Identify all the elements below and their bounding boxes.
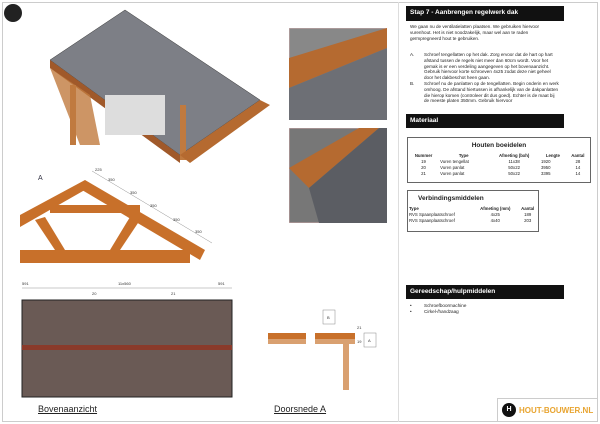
dim-right: 591	[218, 281, 225, 286]
marker-21: 21	[171, 291, 176, 296]
dim-center: 11x560	[118, 281, 132, 286]
item-text: Schroef nu de panlatten op de tengellatt…	[424, 80, 559, 104]
tools-title: Gereedschap/hulpmiddelen	[406, 285, 564, 299]
step-list: A. Schroef tengellatten op het dak. Zorg …	[410, 52, 560, 104]
top-view-label: Bovenaanzicht	[38, 404, 98, 414]
tools-list: •Schroefboormachine •Cirkel-/handzaag	[410, 303, 467, 314]
table-cell: RVS Spaanplaatschroef	[409, 211, 455, 217]
table-cell: 3395	[541, 170, 551, 176]
corner-logo-icon	[4, 4, 22, 22]
column-header: Type	[409, 205, 419, 211]
table-cell: 21	[421, 170, 426, 176]
table-cell: Vuren tengellat	[440, 158, 469, 164]
truss-dim: 350	[108, 177, 115, 182]
detail-view-1	[289, 28, 387, 120]
fasteners-table: Verbindingsmiddelen Type Afmeting (mm) Aan…	[407, 190, 539, 232]
column-header: Afmeting (bxh)	[498, 152, 530, 158]
item-key: A.	[410, 52, 415, 57]
table-row: 21 Vuren panlat 50x22 3395 14	[408, 170, 590, 176]
column-header: Aantal	[571, 152, 585, 158]
table-cell: 14	[575, 164, 581, 170]
table-cell: 20	[421, 164, 426, 170]
table-cell: RVS Spaanplaatschroef	[409, 217, 455, 223]
section-drawing: B A 21 19	[268, 309, 377, 390]
section-marker-19: 19	[357, 339, 362, 344]
truss-dim: 225	[95, 167, 102, 172]
table-cell: 203	[524, 217, 532, 223]
wood-title: Houten boeidelen	[471, 142, 527, 149]
table-cell: 3950	[541, 164, 551, 170]
table-row: RVS Spaanplaatschroef 4x40 203	[408, 217, 538, 223]
column-header: Afmeting (mm)	[480, 205, 511, 211]
section-label-b: B	[327, 315, 330, 320]
table-row: RVS Spaanplaatschroef 4x25 189	[408, 211, 538, 217]
truss-drawing: 225 350 350 350 350 350 A	[20, 167, 213, 263]
brand-logo[interactable]: H HOUT-BOUWER.NL	[497, 398, 598, 422]
table-cell: 19	[421, 158, 426, 164]
table-row: 19 Vuren tengellat 11x38 1920 28	[408, 158, 590, 164]
table-cell: 11x38	[508, 158, 520, 164]
step-title: Stap 7 - Aanbrengen regelwerk dak	[406, 6, 564, 21]
section-label: Doorsnede A	[274, 404, 327, 414]
fasteners-title: Verbindingsmiddelen	[418, 195, 484, 202]
truss-dim: 350	[195, 229, 202, 234]
section-marker: A	[38, 175, 43, 182]
truss-dim: 350	[173, 217, 180, 222]
table-cell: Vuren panlat	[440, 164, 465, 170]
table-cell: 14	[575, 170, 581, 176]
truss-dim: 350	[150, 203, 157, 208]
step-intro: We gaan nu de ventilatielatten plaatsen.…	[410, 24, 540, 41]
material-title: Materiaal	[406, 114, 564, 128]
marker-20: 20	[92, 291, 97, 296]
shed-3d-view	[49, 9, 270, 163]
top-view-drawing: 591 11x560 591 20 21	[21, 281, 233, 398]
logo-text: HOUT-BOUWER.NL	[519, 405, 594, 415]
column-header: Lengte	[545, 152, 560, 158]
wood-parts-table: Houten boeidelen Nummer Type Afmeting (bxh…	[407, 137, 591, 183]
table-cell: 1920	[541, 158, 551, 164]
table-cell: 50x22	[508, 170, 520, 176]
truss-dim: 350	[130, 190, 137, 195]
tool-item: Cirkel-/handzaag	[424, 308, 459, 314]
dim-left: 591	[22, 281, 29, 286]
section-marker-21: 21	[357, 325, 362, 330]
item-key: B.	[410, 80, 415, 86]
tool-item: Schroefboormachine	[424, 303, 467, 308]
section-label-a: A	[368, 338, 371, 343]
column-header: Aantal	[521, 205, 535, 211]
divider	[398, 2, 399, 422]
table-cell: 50x22	[508, 164, 520, 170]
table-cell: 189	[524, 211, 532, 217]
logo-icon: H	[502, 403, 516, 417]
table-cell: 28	[575, 158, 581, 164]
table-cell: 4x40	[490, 217, 500, 223]
detail-view-2	[289, 128, 387, 223]
table-row: 20 Vuren panlat 50x22 3950 14	[408, 164, 590, 170]
table-cell: Vuren panlat	[440, 170, 465, 176]
column-header: Type	[458, 152, 469, 158]
column-header: Nummer	[414, 152, 433, 158]
table-cell: 4x25	[490, 211, 500, 217]
item-text: Schroef tengellatten op het dak. Zorg er…	[424, 52, 553, 81]
